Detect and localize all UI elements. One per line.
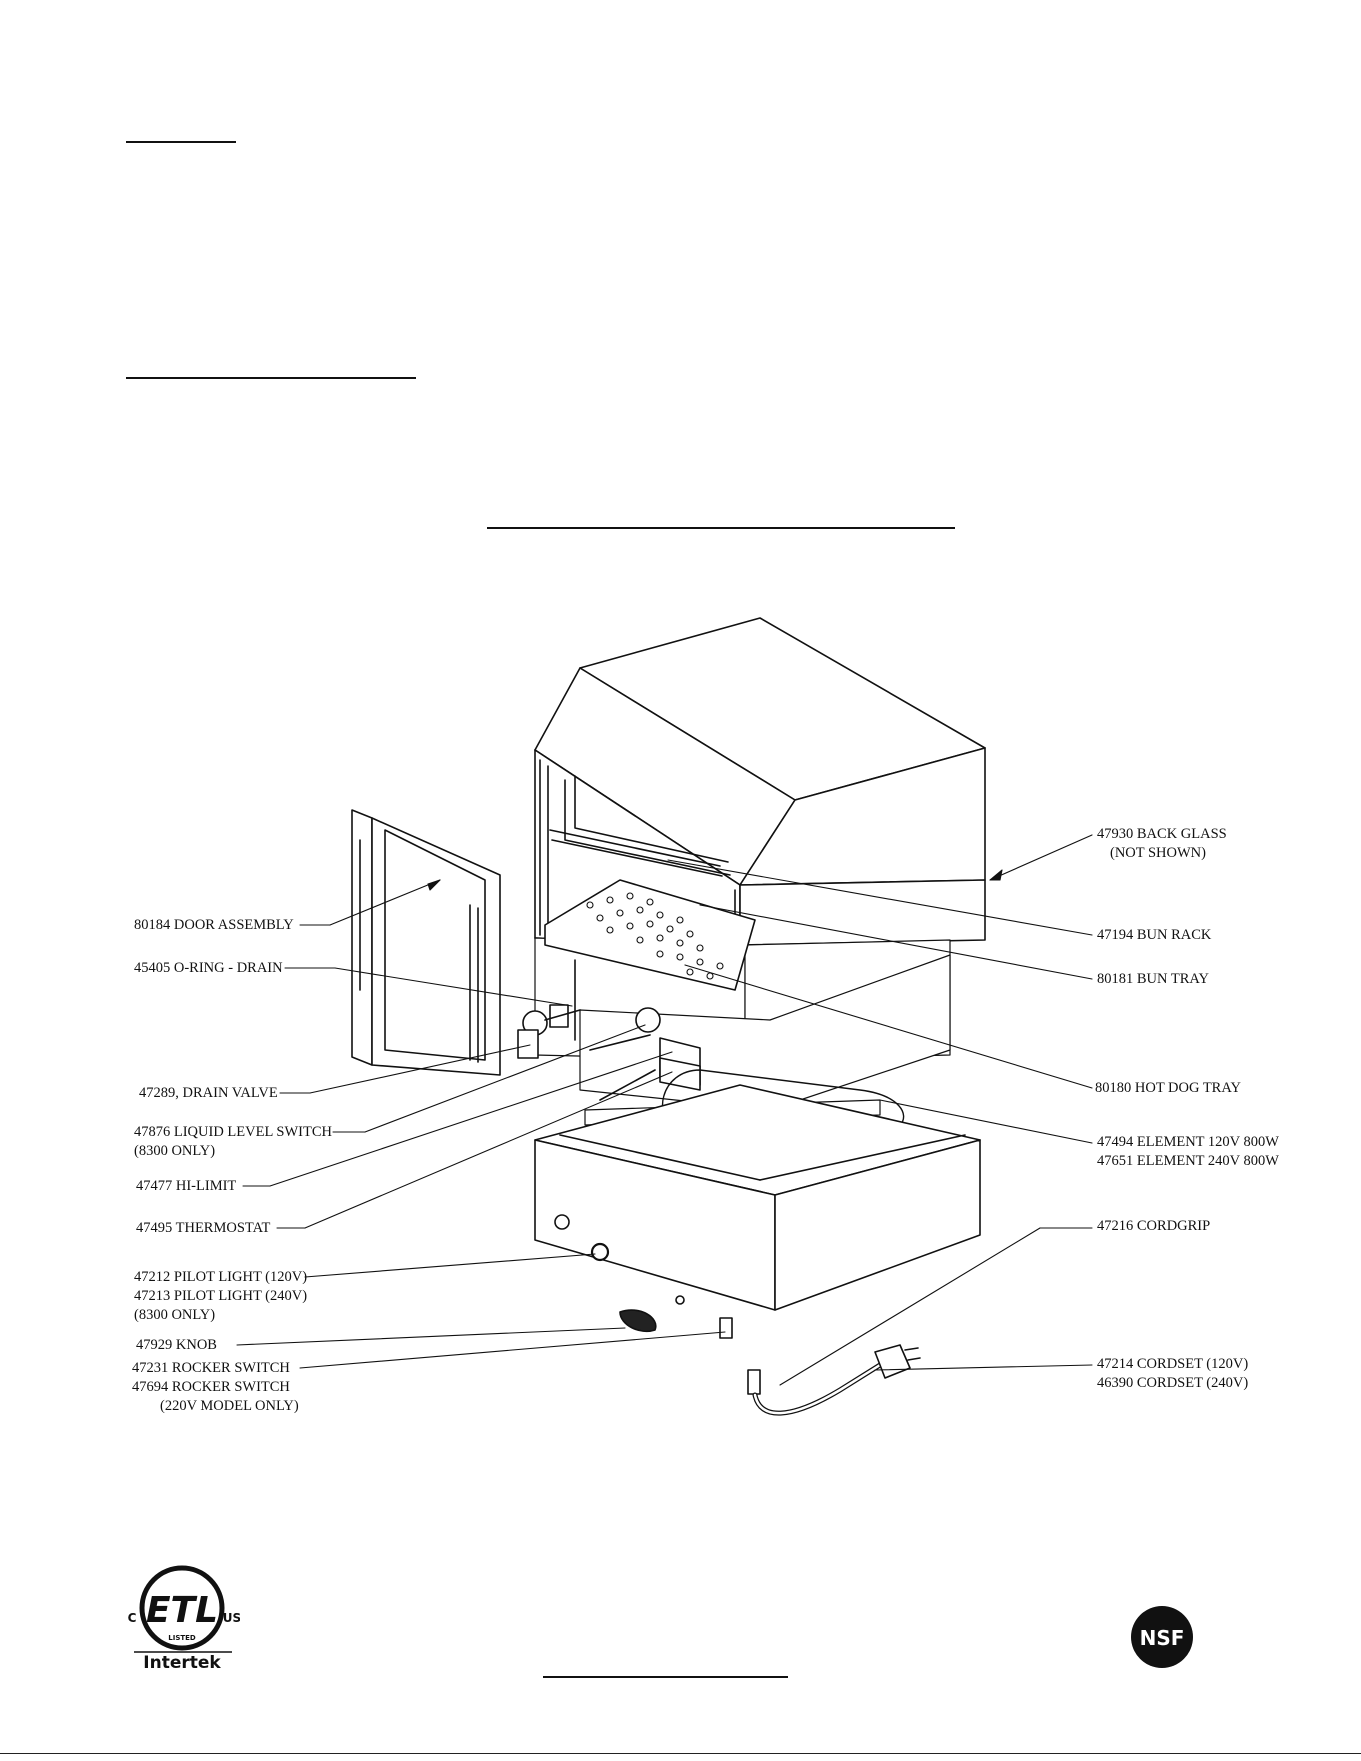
svg-text:LISTED: LISTED xyxy=(168,1634,196,1642)
label-thermostat: 47495 THERMOSTAT xyxy=(136,1220,271,1236)
label-bun-rack: 47194 BUN RACK xyxy=(1097,927,1212,943)
label-oring-drain: 45405 O-RING - DRAIN xyxy=(134,960,283,976)
svg-text:ETL: ETL xyxy=(146,1590,218,1631)
label-back-glass: 47930 BACK GLASS xyxy=(1097,826,1227,842)
etl-listed-logo: ETL LISTED C US Intertek xyxy=(128,1565,240,1670)
label-knob: 47929 KNOB xyxy=(136,1337,217,1353)
base-box xyxy=(534,1084,981,1339)
label-hi-limit: 47477 HI-LIMIT xyxy=(136,1178,237,1194)
label-pilot-120: 47212 PILOT LIGHT (120V) xyxy=(134,1269,308,1285)
label-pilot-240: 47213 PILOT LIGHT (240V) xyxy=(134,1288,308,1304)
label-cordset-240: 46390 CORDSET (240V) xyxy=(1097,1375,1249,1391)
heading-rule-3 xyxy=(487,527,955,529)
label-hot-dog-tray: 80180 HOT DOG TRAY xyxy=(1095,1080,1241,1096)
label-cordset-120: 47214 CORDSET (120V) xyxy=(1097,1356,1249,1372)
label-element-240: 47651 ELEMENT 240V 800W xyxy=(1097,1153,1279,1169)
hot-dog-tray xyxy=(544,879,756,991)
page-bottom-rule xyxy=(0,1753,1361,1754)
svg-text:Intertek: Intertek xyxy=(143,1653,221,1670)
label-liquid-level-note: (8300 ONLY) xyxy=(134,1143,216,1159)
door-assembly xyxy=(351,809,501,1076)
label-cordgrip: 47216 CORDGRIP xyxy=(1097,1218,1211,1234)
label-element-120: 47494 ELEMENT 120V 800W xyxy=(1097,1134,1279,1150)
cordset xyxy=(747,1344,921,1416)
cabinet-body xyxy=(534,749,986,1111)
svg-text:US: US xyxy=(223,1611,240,1625)
heading-rule-1 xyxy=(126,141,236,143)
label-pilot-note: (8300 ONLY) xyxy=(134,1307,216,1323)
label-liquid-level: 47876 LIQUID LEVEL SWITCH xyxy=(134,1124,332,1140)
label-drain-valve: 47289, DRAIN VALVE xyxy=(139,1085,278,1101)
nsf-logo: NSF xyxy=(1131,1606,1193,1668)
heading-rule-2 xyxy=(126,377,416,379)
leader-lines xyxy=(236,834,1093,1386)
svg-text:C: C xyxy=(128,1611,137,1625)
label-rocker-note: (220V MODEL ONLY) xyxy=(160,1398,299,1414)
label-bun-tray: 80181 BUN TRAY xyxy=(1097,971,1209,987)
label-back-glass-note: (NOT SHOWN) xyxy=(1110,845,1206,861)
label-rocker-2: 47694 ROCKER SWITCH xyxy=(132,1379,290,1395)
heading-rule-4 xyxy=(543,1676,788,1678)
label-door-assembly: 80184 DOOR ASSEMBLY xyxy=(134,917,294,933)
drain-valve xyxy=(517,1004,581,1059)
label-rocker-1: 47231 ROCKER SWITCH xyxy=(132,1360,290,1376)
svg-text:NSF: NSF xyxy=(1140,1626,1185,1650)
